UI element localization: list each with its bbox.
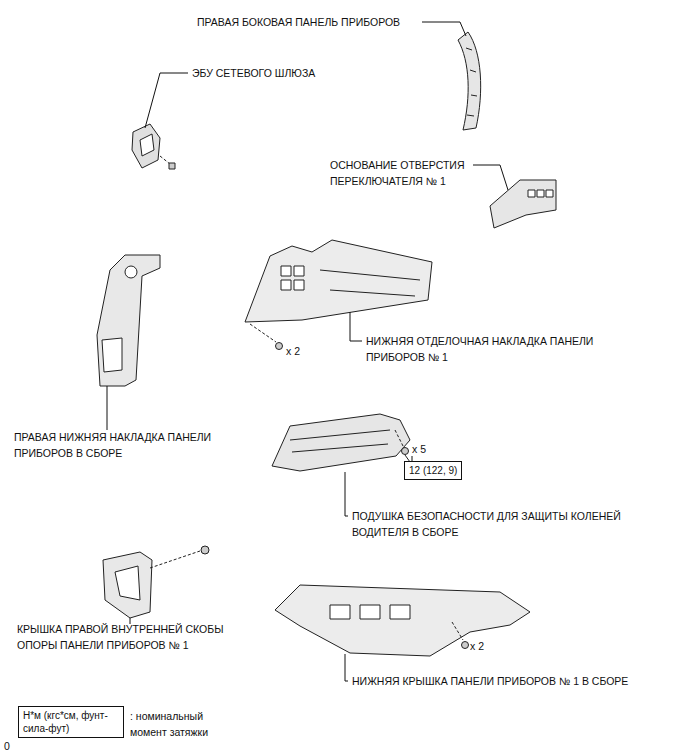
box-text: 12 (122, 9): [409, 464, 457, 477]
part-name: ОСНОВАНИЕ ОТВЕРСТИЯ ПЕРЕКЛЮЧАТЕЛЯ № 1: [330, 157, 505, 189]
part-name: НИЖНЯЯ КРЫШКА ПАНЕЛИ ПРИБОРОВ № 1 В СБОР…: [352, 673, 652, 689]
figure-id: 0: [4, 738, 10, 754]
quantity: x 2: [286, 343, 300, 359]
part-name: ПОДУШКА БЕЗОПАСНОСТИ ДЛЯ ЗАЩИТЫ КОЛЕНЕЙ …: [352, 508, 622, 540]
part-name: КРЫШКА ПРАВОЙ ВНУТРЕННЕЙ СКОБЫ ОПОРЫ ПАН…: [17, 621, 262, 653]
legend-unit-box: Н*м (кгс*см, фунт-сила-фут): [18, 706, 124, 738]
quantity: x 5: [412, 441, 426, 457]
torque-value-box: 12 (122, 9): [404, 461, 462, 480]
part-name: ПРАВАЯ НИЖНЯЯ НАКЛАДКА ПАНЕЛИ ПРИБОРОВ В…: [14, 429, 244, 461]
legend-description: : номинальный момент затяжки: [130, 708, 230, 740]
part-name: НИЖНЯЯ ОТДЕЛОЧНАЯ НАКЛАДКА ПАНЕЛИ ПРИБОР…: [366, 333, 606, 365]
part-name: ПРАВАЯ БОКОВАЯ ПАНЕЛЬ ПРИБОРОВ: [197, 14, 400, 30]
quantity: x 2: [470, 638, 484, 654]
part-name: ЭБУ СЕТЕВОГО ШЛЮЗА: [192, 65, 315, 81]
box-text: Н*м (кгс*см, фунт-сила-фут): [23, 709, 119, 735]
